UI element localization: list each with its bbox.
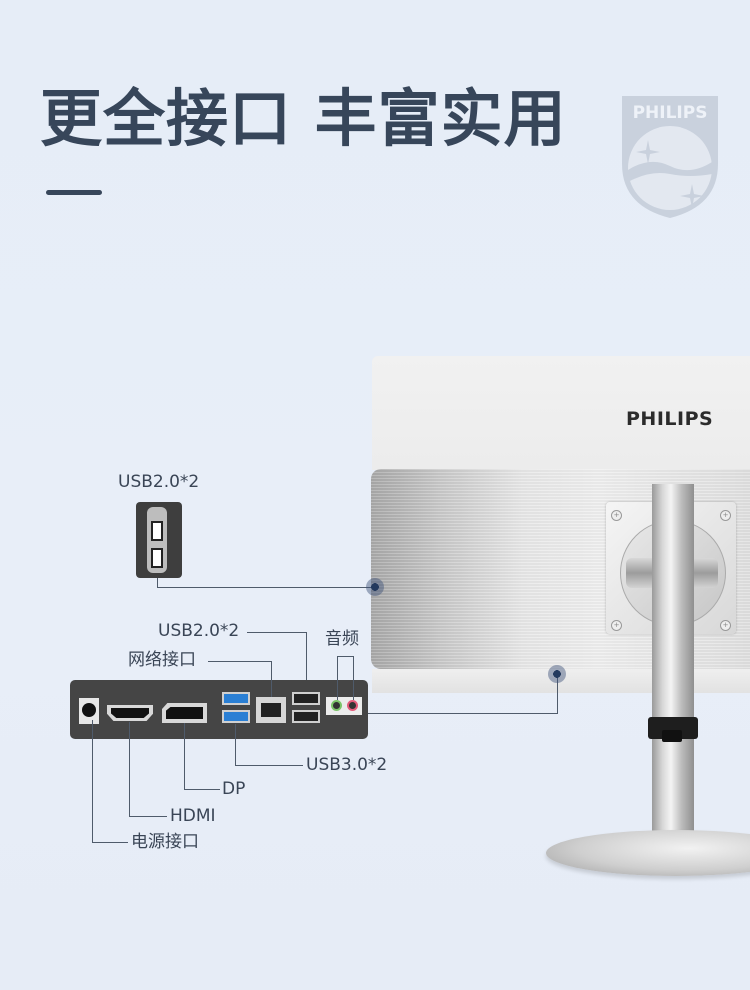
usb3-port-icon (222, 710, 250, 723)
callout-line (271, 661, 272, 697)
usb2-port-icon (292, 692, 320, 705)
stand-pole (652, 484, 694, 874)
power-port-icon (82, 703, 96, 717)
usb3-port-icon (222, 692, 250, 705)
screw-icon: + (611, 620, 622, 631)
callout-line (337, 656, 338, 700)
callout-line (235, 724, 236, 766)
title-underline (46, 190, 102, 195)
network-label: 网络接口 (128, 650, 196, 670)
screw-icon: + (720, 620, 731, 631)
dp-port-icon (166, 707, 203, 719)
side-usb-label: USB2.0*2 (118, 472, 200, 492)
callout-line (208, 661, 272, 662)
philips-shield-logo-icon: PHILIPS (622, 96, 718, 218)
usb2-port-icon (151, 521, 163, 541)
stand-base (546, 830, 750, 876)
callout-line (235, 765, 303, 766)
callout-line (368, 713, 558, 714)
svg-text:PHILIPS: PHILIPS (633, 103, 708, 123)
hdmi-port-icon (111, 708, 149, 718)
callout-line (306, 632, 307, 680)
usb2-port-icon (151, 548, 163, 568)
power-label: 电源接口 (131, 832, 199, 852)
screw-icon: + (720, 510, 731, 521)
callout-line (184, 723, 185, 790)
screw-icon: + (611, 510, 622, 521)
ethernet-port-icon (261, 703, 281, 717)
mic-in-jack-icon (347, 700, 358, 711)
hdmi-label: HDMI (170, 806, 216, 826)
callout-line (184, 789, 220, 790)
callout-line (92, 842, 128, 843)
side-usb-location-marker (366, 578, 384, 596)
callout-line (92, 720, 93, 843)
callout-line (247, 632, 307, 633)
usb3-label: USB3.0*2 (306, 755, 388, 775)
callout-line (129, 816, 167, 817)
callout-line (129, 722, 130, 817)
monitor-brand-logo: PHILIPS (626, 408, 714, 430)
cable-clip-latch (662, 730, 682, 742)
monitor-top-bezel (372, 356, 750, 470)
audio-label: 音频 (325, 629, 359, 649)
audio-out-jack-icon (331, 700, 342, 711)
rear-usb2-label: USB2.0*2 (158, 621, 240, 641)
callout-line (337, 656, 354, 657)
callout-line (157, 578, 158, 588)
usb2-port-icon (292, 710, 320, 723)
callout-line (157, 587, 375, 588)
page-title: 更全接口 丰富实用 (40, 82, 567, 155)
rear-io-location-marker (548, 665, 566, 683)
cable-clip (648, 717, 698, 739)
callout-line (557, 676, 558, 714)
dp-label: DP (222, 779, 246, 799)
callout-line (353, 656, 354, 700)
